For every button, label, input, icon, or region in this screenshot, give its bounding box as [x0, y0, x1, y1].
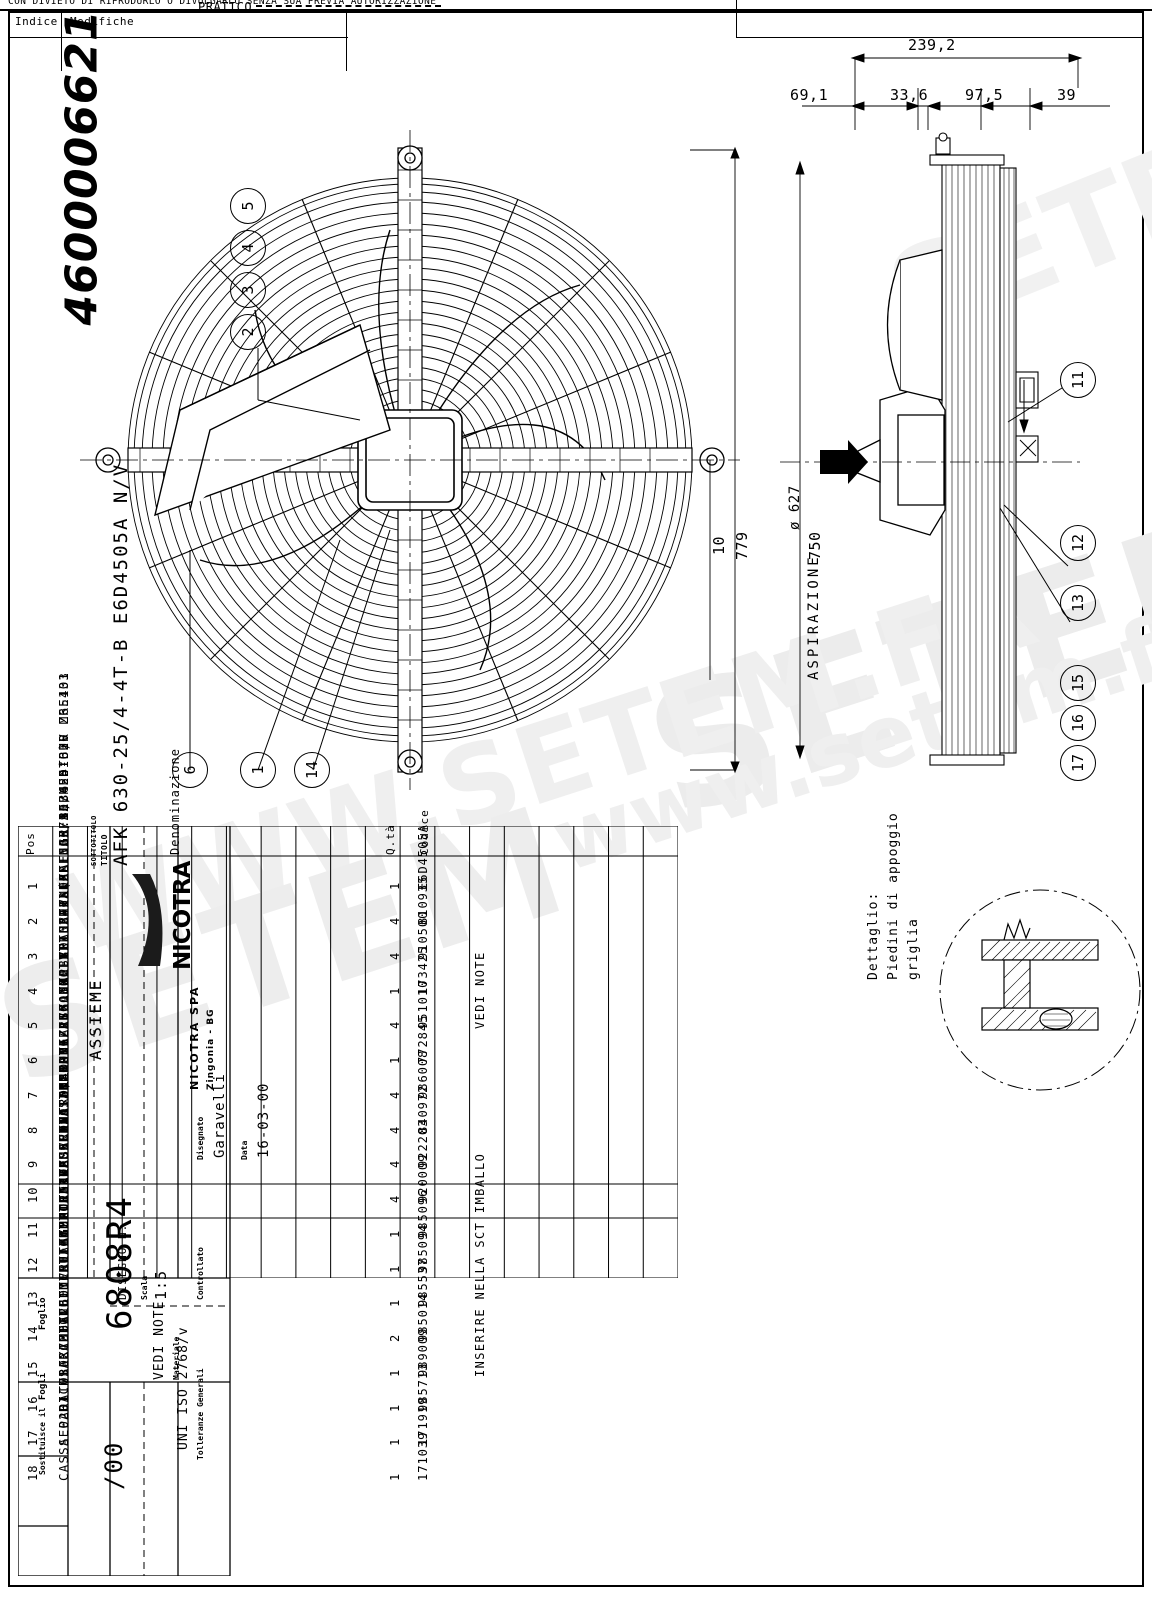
hdr-v4	[736, 0, 738, 37]
pratico-dashline	[256, 5, 441, 8]
parts-table-cell: 1	[388, 1299, 402, 1308]
balloon-6[interactable]: 6	[172, 752, 208, 788]
label-aspirazione: ASPIRAZIONE	[806, 554, 822, 680]
balloon-12[interactable]: 12	[1060, 525, 1096, 561]
balloon-14[interactable]: 14	[294, 752, 330, 788]
scala-value: 1:5	[152, 1269, 170, 1300]
balloon-1[interactable]: 1	[240, 752, 276, 788]
titolo-label: TITOLO	[100, 834, 109, 866]
detail-note-line3: griglia	[906, 918, 921, 980]
parts-table-cell: 4	[388, 916, 402, 926]
titolo-value: AFK 630-25/4-4T-B E6D4505A N/V	[110, 462, 132, 866]
side-view-leaders	[999, 387, 1071, 623]
foglio-label: Foglio	[38, 1297, 48, 1330]
parts-table-cell: 4	[388, 1160, 402, 1169]
balloon-16[interactable]: 16	[1060, 705, 1096, 741]
dimension-97-5: 97,5	[965, 86, 1004, 104]
balloon-15[interactable]: 15	[1060, 665, 1096, 701]
nicotra-company: NICOTRA SPA	[188, 985, 201, 1090]
disegno-rev: /00	[100, 1440, 128, 1490]
fogli-label: Fogli	[38, 1372, 48, 1400]
pratico-label: PRATICO	[198, 0, 253, 14]
parts-table-cell: E6D4505A	[416, 824, 430, 891]
parts-table-cell: Q.tà	[384, 824, 397, 855]
front-view-drawing	[80, 130, 740, 790]
parts-table-cell: 1	[388, 1472, 402, 1481]
parts-table-cell: 1	[388, 1438, 402, 1447]
disegnato-label: Disegnato	[196, 1116, 205, 1160]
parts-table-cell: 2	[388, 1333, 402, 1343]
dimension-69-1: 69,1	[790, 86, 829, 104]
col-header-modifiche: Modifiche	[70, 15, 135, 28]
balloon-3[interactable]: 3	[230, 272, 266, 308]
hdr-line-mid	[8, 37, 348, 39]
nicotra-wordmark: NICOTRA	[170, 861, 196, 970]
dimension-779: 779	[733, 531, 751, 560]
title-block-grid	[18, 826, 231, 1576]
dimension-diameter-627: ø 627	[787, 485, 803, 530]
header-rule	[0, 9, 1152, 11]
detail-foot-section	[939, 889, 1141, 1091]
data-label: Data	[240, 1140, 249, 1160]
front-view-leaders	[189, 348, 391, 771]
parts-table-cell: INSERIRE NELLA SCT IMBALLO	[473, 1152, 487, 1377]
hdr-line-top	[8, 11, 738, 13]
disegnato-value: Garavelli	[212, 1073, 228, 1158]
dimension-10: 10	[710, 535, 728, 555]
sottotitolo-label: SOTTOTITOLO	[90, 815, 98, 866]
tolleranze-label: Tolleranze Generali	[196, 1368, 205, 1460]
detail-note-line1: Dettaglio:	[866, 891, 881, 980]
balloon-11[interactable]: 11	[1060, 362, 1096, 398]
parts-table-cell: 1	[388, 1229, 402, 1238]
copyright-notice: CON DIVIETO DI RIPRODURLO O DIVULGARLO S…	[8, 0, 437, 7]
parts-table-cell: 1	[388, 1055, 402, 1065]
detail-note-line2: Piedini di appoggio	[886, 812, 901, 980]
sottotitolo-value: ASSIEME	[86, 978, 105, 1060]
hdr-v1	[8, 11, 10, 71]
disegno-n-value: 6808R4	[100, 1195, 140, 1330]
parts-table-cell: 1	[388, 1403, 402, 1412]
top-dimension-chain	[802, 53, 1110, 130]
parts-table-cell: 1	[388, 1368, 402, 1377]
balloon-2[interactable]: 2	[230, 314, 266, 350]
parts-table-cell: 1	[388, 1264, 402, 1273]
data-value: 16-03-00	[256, 1082, 272, 1158]
sostituisce-label: Sostituisce il	[38, 1407, 47, 1475]
balloon-4[interactable]: 4	[230, 230, 266, 266]
materiale-value: VEDI NOTE	[152, 1300, 167, 1380]
balloon-17[interactable]: 17	[1060, 745, 1096, 781]
hdr-v2	[61, 11, 63, 71]
revision-header-table: Indice Modifiche PRATICO	[8, 0, 1144, 71]
nicotra-swoosh-icon	[132, 874, 163, 966]
side-section-view	[780, 132, 1080, 766]
parts-table-cell: VEDI NOTE	[473, 951, 487, 1030]
balloon-13[interactable]: 13	[1060, 585, 1096, 621]
parts-table-cell: 1	[388, 882, 402, 891]
scala-label: Scala	[140, 1275, 149, 1300]
parts-table-cell: 4	[388, 1090, 402, 1099]
parts-table-cell: 4	[388, 1021, 402, 1030]
dimension-39: 39	[1057, 86, 1077, 104]
parts-table-cell: 4	[388, 951, 402, 960]
hdr-line-right	[736, 37, 1144, 39]
tolleranze-value: UNI ISO 2768/v	[176, 1326, 191, 1450]
parts-table-cell: 4	[388, 1194, 402, 1204]
dimension-239-2: 239,2	[908, 36, 956, 54]
dimension-33-6: 33,6	[890, 86, 929, 104]
hdr-v3	[346, 11, 348, 71]
balloon-5[interactable]: 5	[230, 188, 266, 224]
col-header-indice: Indice	[15, 15, 58, 28]
controllato-label: Controllato	[196, 1247, 205, 1300]
parts-table-cell: 1	[388, 986, 402, 995]
front-view-dimension-lines	[690, 146, 740, 774]
parts-table-cell: 4	[388, 1125, 402, 1134]
